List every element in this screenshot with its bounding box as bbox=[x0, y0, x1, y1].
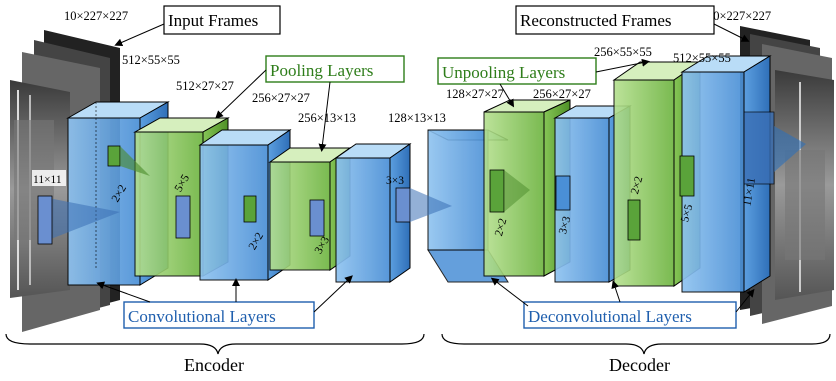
kernel-2x2-d-label: 2×2 bbox=[629, 175, 645, 196]
kernel-labels: 11×11 2×2 5×5 2×2 3×3 3×3 2×2 3×3 2×2 5×… bbox=[32, 170, 758, 256]
kernel-patches bbox=[37, 111, 806, 245]
encoder-brace bbox=[5, 333, 425, 355]
kernel-3x3-c-label: 3×3 bbox=[557, 215, 573, 236]
reconstructed-frames-callout: Reconstructed Frames bbox=[515, 5, 750, 42]
kernel-5x5-b-label: 5×5 bbox=[679, 203, 695, 224]
reconstructed-frames-label: Reconstructed Frames bbox=[520, 11, 672, 30]
output-dim-label: 10×227×227 bbox=[707, 9, 771, 23]
encoder-label: Encoder bbox=[184, 355, 244, 375]
enc-pool2-dim-label: 256×13×13 bbox=[298, 111, 356, 125]
pooling-layers-callout: Pooling Layers bbox=[215, 55, 405, 152]
unpooling-layers-callout: Unpooling Layers bbox=[437, 57, 650, 108]
kernel-11x11-in-label: 11×11 bbox=[33, 174, 62, 186]
enc-conv3-dim-label: 128×13×13 bbox=[388, 111, 446, 125]
input-frames-label: Input Frames bbox=[168, 11, 258, 30]
enc-pool1-dim-label: 512×27×27 bbox=[176, 79, 234, 93]
convolutional-layers-callout: Convolutional Layers bbox=[96, 275, 353, 329]
kernel-3x3-b-label: 3×3 bbox=[386, 175, 404, 187]
input-dim-label: 10×227×227 bbox=[64, 9, 128, 23]
dec-unpool2-dim-label: 256×55×55 bbox=[594, 45, 652, 59]
dec-unpool1-dim-label: 128×27×27 bbox=[446, 87, 504, 101]
kernel-2x2-c-label: 2×2 bbox=[493, 217, 509, 238]
dec-deconv1-dim-label: 256×27×27 bbox=[533, 87, 591, 101]
decoder-brace bbox=[441, 333, 831, 355]
decoder-label: Decoder bbox=[609, 355, 670, 375]
kernel-11x11-out-label: 11×11 bbox=[741, 177, 758, 208]
deconvolutional-layers-label: Deconvolutional Layers bbox=[528, 307, 692, 326]
enc-conv2-dim-label: 256×27×27 bbox=[252, 91, 310, 105]
pooling-layers-label: Pooling Layers bbox=[270, 61, 373, 80]
deconvolutional-layers-callout: Deconvolutional Layers bbox=[490, 277, 755, 329]
dec-deconv2-dim-label: 512×55×55 bbox=[673, 51, 731, 65]
unpooling-layers-label: Unpooling Layers bbox=[442, 63, 565, 82]
convolutional-layers-label: Convolutional Layers bbox=[128, 307, 276, 326]
enc-conv1-dim-label: 512×55×55 bbox=[122, 53, 180, 67]
input-frames-callout: Input Frames bbox=[114, 5, 281, 47]
